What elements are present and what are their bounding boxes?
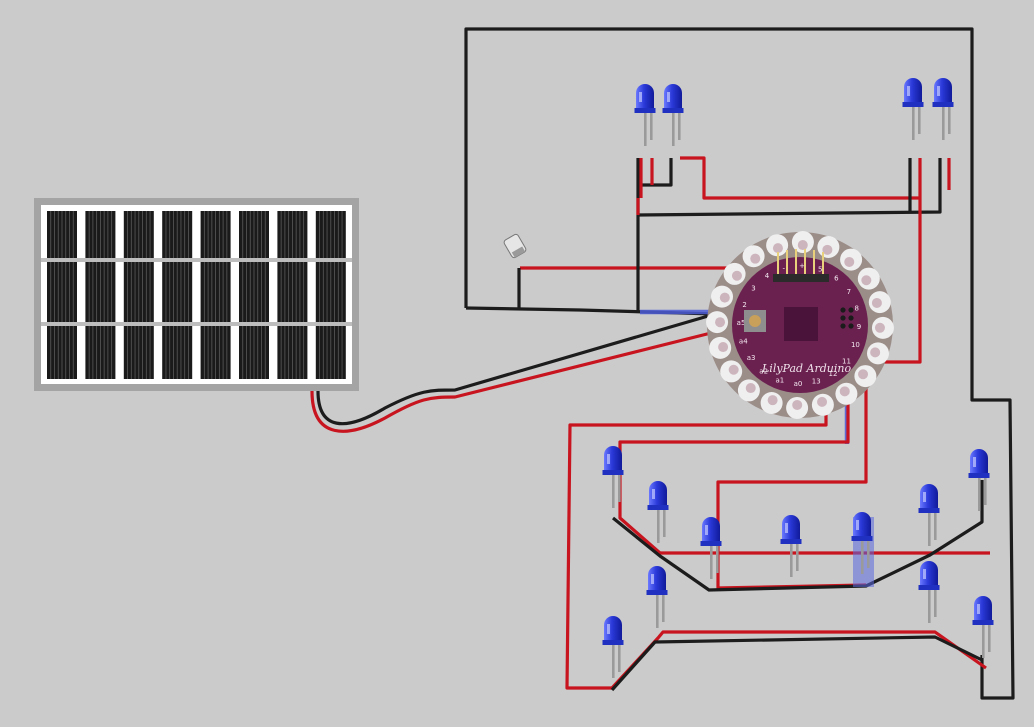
pin-label: a4 [739,337,748,345]
pin-label: 5 [818,266,822,274]
pin-label: a2 [759,367,768,375]
pin-label: 13 [812,378,821,386]
pin-label: 11 [842,357,851,365]
board-label: LilyPad Arduino [761,362,851,375]
led-blue [968,449,990,511]
led-blue [647,481,669,543]
led-blue [902,78,924,140]
led-blue [662,84,684,146]
pin-label: 7 [847,288,851,296]
led-blue [646,566,668,628]
pin-label: 2 [742,301,746,309]
solar-panel [34,198,359,391]
pin-label: a5 [737,319,746,327]
pin-label: a0 [794,380,803,388]
pin-label: a1 [775,376,784,384]
pin-label: 4 [765,272,770,280]
led-blue [972,596,994,658]
led-blue [932,78,954,140]
led-blue [918,484,940,546]
pin-label: + [799,262,805,270]
led-blue [918,561,940,623]
led-blue [780,515,802,577]
pin-label: 6 [834,275,839,283]
led-blue [700,517,722,579]
pin-label: 3 [751,285,755,293]
pin-label: 9 [857,323,861,331]
pin-label: 8 [854,305,858,313]
pin-label: a3 [747,354,756,362]
light-sensor [503,233,527,259]
led-blue [634,84,656,146]
pin-label: 12 [829,370,838,378]
led-blue [602,446,624,508]
pin-label: 10 [851,341,860,349]
pin-label: - [782,264,785,272]
led-blue [602,616,624,678]
